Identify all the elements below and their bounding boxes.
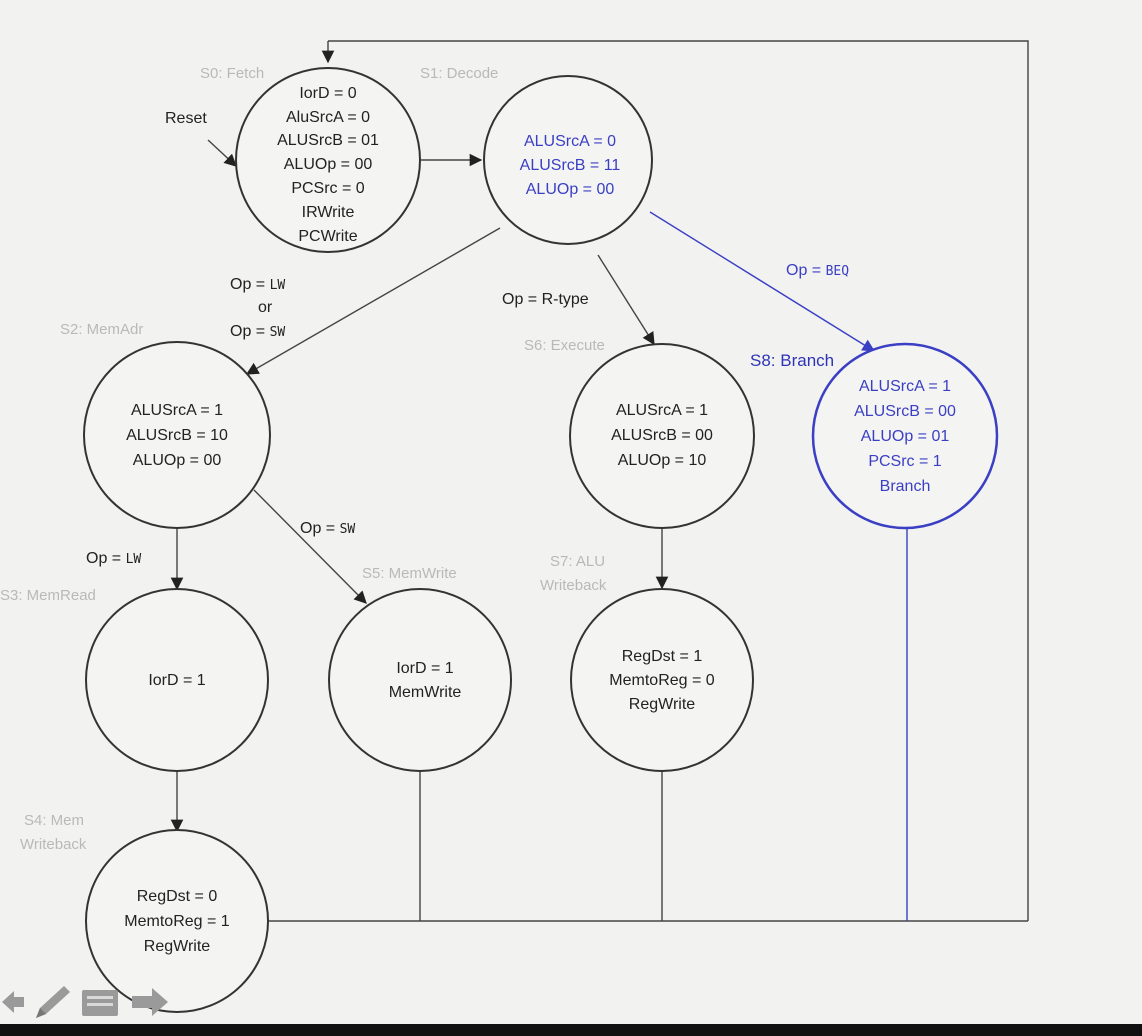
state-name: S6: Execute — [524, 337, 605, 354]
cond-sw-store: Op = SW — [300, 520, 355, 537]
state-signal: IRWrite — [302, 204, 355, 221]
state-s5: S5: MemWrite IorD = 1 MemWrite — [328, 565, 512, 772]
state-signal: PCSrc = 1 — [868, 453, 941, 470]
slide-icon[interactable] — [82, 990, 118, 1016]
state-s4: S4: Mem Writeback RegDst = 0 MemtoReg = … — [20, 812, 269, 1013]
pencil-icon[interactable] — [36, 986, 70, 1018]
state-signal: Branch — [880, 478, 931, 495]
slide-toolbar — [0, 982, 180, 1022]
state-signal: MemtoReg = 0 — [609, 672, 714, 689]
state-signal: IorD = 1 — [148, 672, 205, 689]
state-s6: S6: Execute ALUSrcA = 1 ALUSrcB = 00 ALU… — [524, 337, 755, 529]
state-s2: S2: MemAdr ALUSrcA = 1 ALUSrcB = 10 ALUO… — [60, 321, 271, 529]
return-bus-right — [328, 40, 1029, 921]
state-signal: PCSrc = 0 — [291, 180, 364, 197]
state-signal: RegWrite — [144, 938, 210, 955]
state-signal: RegDst = 0 — [137, 888, 218, 905]
state-s8: S8: Branch ALUSrcA = 1 ALUSrcB = 00 ALUO… — [750, 342, 999, 530]
s1-s2-edge — [245, 227, 501, 375]
state-s3: S3: MemRead IorD = 1 — [0, 587, 269, 772]
s1-s8-edge — [649, 211, 876, 352]
state-name: S7: ALU — [550, 553, 605, 570]
state-signal: ALUSrcA = 1 — [859, 378, 951, 395]
state-signal: IorD = 0 — [299, 85, 356, 102]
state-signal: RegWrite — [629, 696, 695, 713]
cond-lw: Op = LW — [86, 550, 141, 567]
state-name: S3: MemRead — [0, 587, 96, 604]
cond-lw-or-sw: Op = LW — [230, 276, 285, 293]
state-signal: ALUOp = 00 — [284, 156, 373, 173]
state-signal: ALUOp = 10 — [618, 452, 707, 469]
state-signal: RegDst = 1 — [622, 648, 703, 665]
arrow-left-icon[interactable] — [2, 991, 24, 1013]
state-signal: MemWrite — [389, 684, 462, 701]
state-signal: ALUSrcB = 11 — [520, 157, 621, 174]
state-signal: ALUSrcB = 00 — [611, 427, 713, 444]
state-name: S8: Branch — [750, 351, 834, 370]
s1-s6-edge — [597, 254, 655, 346]
s2-s5-edge — [253, 489, 367, 604]
state-name: S1: Decode — [420, 65, 498, 82]
state-signal: ALUOp = 00 — [526, 181, 615, 198]
cond-beq: Op = BEQ — [786, 262, 849, 279]
state-s7: S7: ALU Writeback RegDst = 1 MemtoReg = … — [540, 553, 754, 772]
state-name: S0: Fetch — [200, 65, 264, 82]
state-signal: PCWrite — [298, 228, 357, 245]
state-signal: IorD = 1 — [396, 660, 453, 677]
state-signal: ALUSrcA = 1 — [131, 402, 223, 419]
state-signal: ALUSrcA = 0 — [524, 133, 616, 150]
cond-rtype: Op = R-type — [502, 291, 589, 308]
arrow-right-icon[interactable] — [132, 988, 168, 1016]
state-signal: ALUSrcB = 01 — [277, 132, 379, 149]
state-s0: S0: Fetch IorD = 0 AluSrcA = 0 ALUSrcB =… — [200, 65, 421, 253]
state-signal: ALUSrcA = 1 — [616, 402, 708, 419]
state-name: S4: Mem — [24, 812, 84, 829]
state-name: Writeback — [540, 577, 607, 594]
state-signal: AluSrcA = 0 — [286, 109, 370, 126]
state-name: S2: MemAdr — [60, 321, 143, 338]
state-signal: ALUOp = 00 — [133, 452, 222, 469]
bottom-bar — [0, 1024, 1142, 1036]
state-name: S5: MemWrite — [362, 565, 457, 582]
state-s1: S1: Decode ALUSrcA = 0 ALUSrcB = 11 ALUO… — [420, 65, 653, 245]
state-signal: ALUSrcB = 00 — [854, 403, 956, 420]
cond-sw: Op = SW — [230, 323, 285, 340]
state-signal: MemtoReg = 1 — [124, 913, 229, 930]
reset-label: Reset — [165, 110, 207, 127]
state-signal: ALUOp = 01 — [861, 428, 950, 445]
cond-or: or — [258, 299, 273, 316]
state-signal: ALUSrcB = 10 — [126, 427, 228, 444]
state-name: Writeback — [20, 836, 87, 853]
reset-edge — [207, 139, 237, 167]
